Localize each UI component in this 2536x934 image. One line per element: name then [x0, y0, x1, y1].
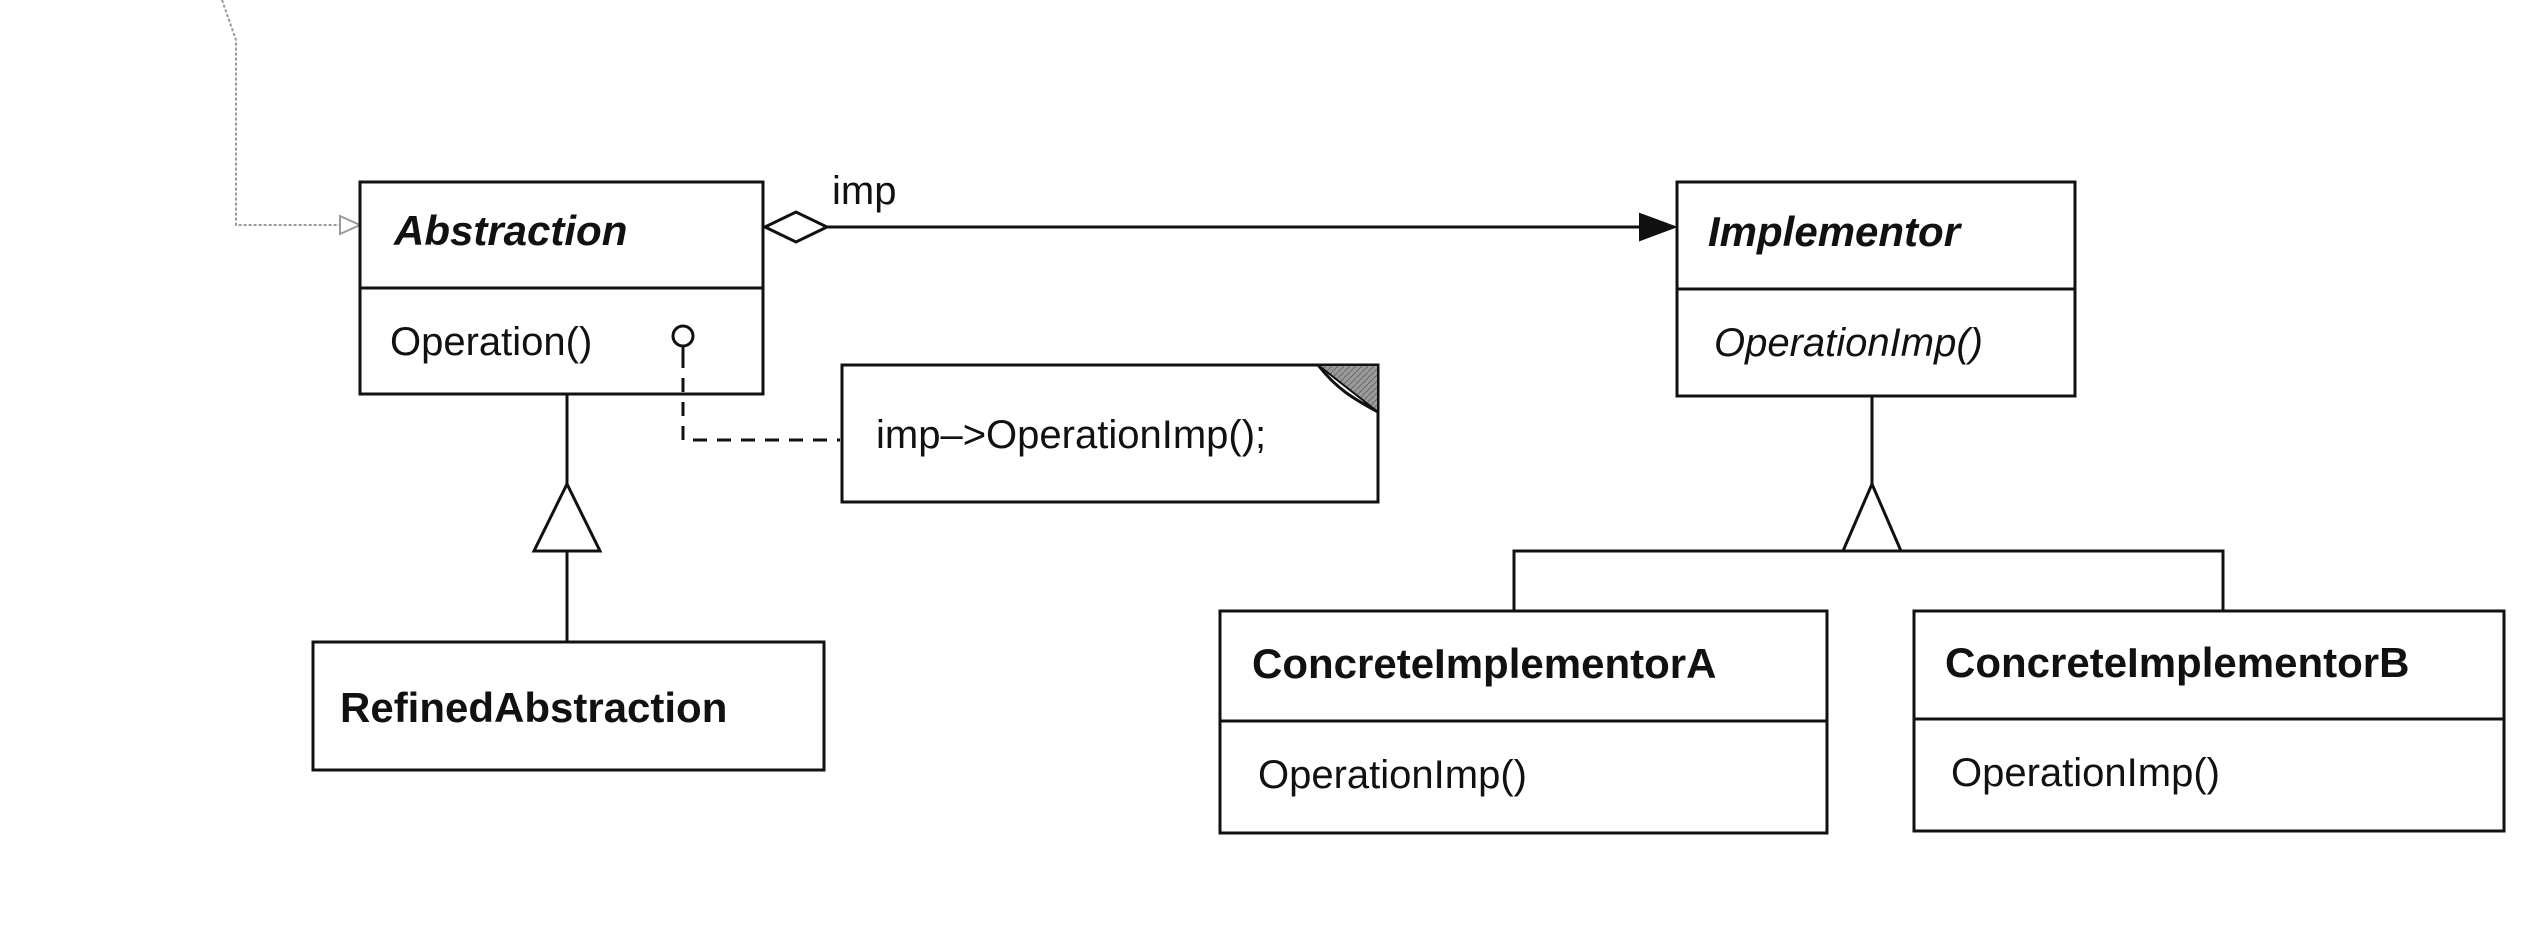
association-arrowhead — [1639, 212, 1678, 242]
imp-association: imp — [761, 169, 1678, 244]
class-refined-abstraction: RefinedAbstraction — [311, 640, 826, 772]
aggregation-diamond — [761, 210, 831, 244]
class-abstraction-name: Abstraction — [393, 207, 627, 254]
note-connector — [681, 378, 840, 442]
inheritance-implementors — [1512, 396, 2225, 611]
inheritance-triangle — [1840, 480, 1904, 553]
class-implementor-operation: OperationImp() — [1714, 321, 1983, 365]
note-anchor-circle — [671, 324, 695, 348]
class-concrete-b-name: ConcreteImplementorB — [1945, 639, 2409, 686]
class-implementor-name: Implementor — [1708, 208, 1963, 255]
note-text: imp–>OperationImp(); — [876, 413, 1266, 457]
class-refined-abstraction-name: RefinedAbstraction — [340, 684, 727, 731]
code-note: imp–>OperationImp(); — [840, 363, 1380, 504]
inheritance-triangle — [531, 480, 603, 553]
incoming-arrow — [221, 0, 363, 236]
class-concrete-implementor-b: ConcreteImplementorB OperationImp() — [1912, 609, 2506, 833]
class-implementor: Implementor OperationImp() — [1675, 180, 2077, 398]
class-abstraction-operation: Operation() — [390, 320, 592, 364]
class-concrete-a-operation: OperationImp() — [1258, 753, 1527, 797]
class-concrete-a-name: ConcreteImplementorA — [1252, 640, 1716, 687]
class-concrete-b-operation: OperationImp() — [1951, 751, 2220, 795]
association-label-imp: imp — [832, 169, 896, 213]
class-abstraction: Abstraction Operation() — [358, 180, 765, 396]
inheritance-refined — [531, 394, 603, 642]
class-concrete-implementor-a: ConcreteImplementorA OperationImp() — [1218, 609, 1829, 835]
